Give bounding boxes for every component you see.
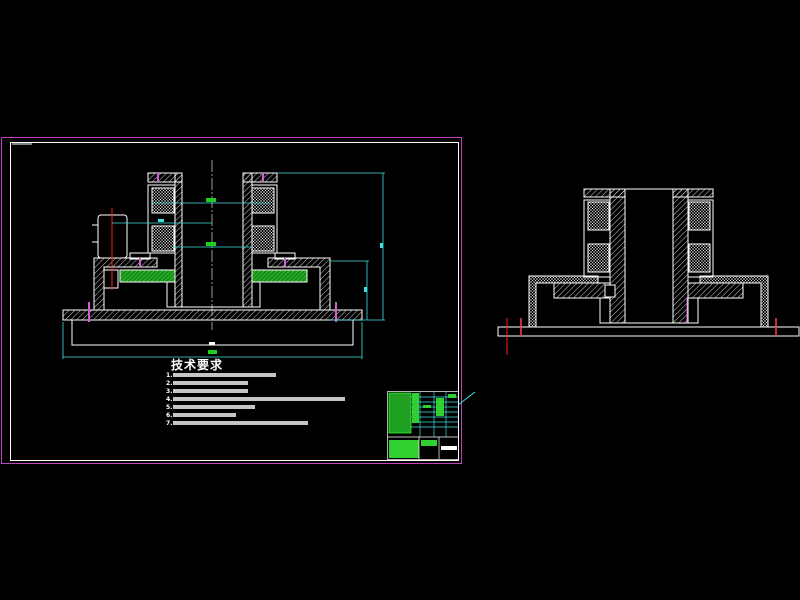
requirement-item: 2. <box>166 379 345 387</box>
title-block <box>387 391 459 460</box>
dimension-lines <box>62 172 385 359</box>
requirement-item: 7. <box>166 419 345 427</box>
assembly-section-view <box>62 160 363 346</box>
requirement-item: 6. <box>166 411 345 419</box>
sheet-border <box>1 137 462 464</box>
technical-requirements-title: 技术要求 <box>171 358 224 372</box>
drawing-frame <box>10 142 459 461</box>
requirement-item: 1. <box>166 371 345 379</box>
dimension-labels <box>158 198 383 354</box>
technical-requirements-list: 1. 2. 3. 4. 5. 6. 7. <box>166 371 345 427</box>
detail-section-view <box>497 188 800 355</box>
requirement-item: 5. <box>166 403 345 411</box>
requirement-item: 3. <box>166 387 345 395</box>
requirement-item: 4. <box>166 395 345 403</box>
